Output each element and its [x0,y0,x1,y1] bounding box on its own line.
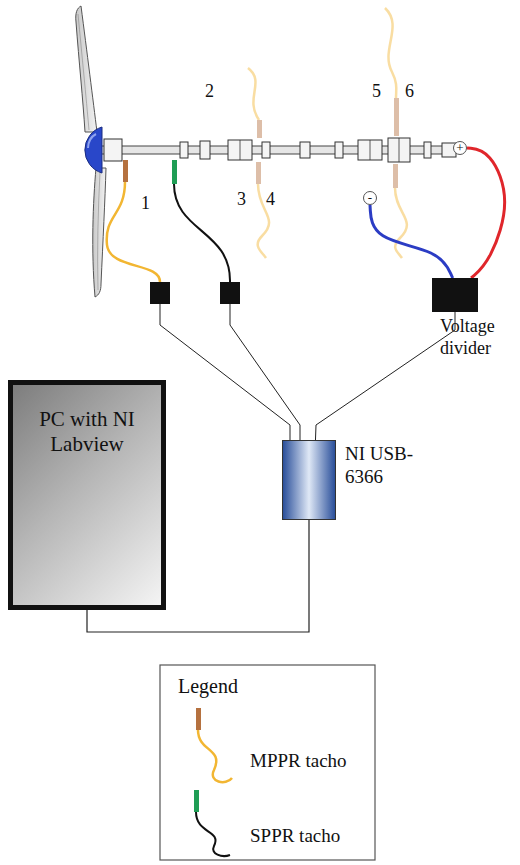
signal-wire [160,304,290,440]
mppr-tacho-head [123,160,128,182]
node-label: NI USB-6366 [345,443,441,489]
bearing [180,142,188,158]
signal-wire [230,304,300,440]
coupling-joint [399,138,400,162]
coupling [388,138,410,162]
gearbox-stage [358,140,382,160]
legend-title: Legend [178,676,238,696]
rotor-blade [93,168,106,297]
terminal-circle: + [453,141,467,155]
legend-entry: SPPR tacho [250,826,340,845]
callout-number: 5 [372,82,381,100]
mppr-lead [248,68,259,120]
sppr-tacho-head [172,160,177,184]
signal-conditioner [220,282,240,304]
daq-box: NI USB-6366 [282,440,336,520]
bearing [300,142,310,158]
gearbox-joint [370,140,371,160]
legend-mppr-lead [198,730,232,782]
callout-number: 4 [266,190,275,208]
mppr-lead [107,182,160,282]
wire-connector [467,148,505,278]
rotor-blade [76,6,97,132]
voltage-divider-box: Voltage divider [432,278,478,312]
hub-highlight [88,134,96,148]
node-label: PC with NI Labview [27,407,147,457]
legend-mppr-head [196,708,201,730]
wire-connector [315,312,455,440]
mppr-tacho-head [394,98,399,136]
legend-sppr-head [194,790,199,812]
terminal-sign: - [364,192,376,204]
pc-box: PC with NI Labview [8,380,166,610]
coupling-joint [240,140,241,160]
blade-edge [98,172,100,290]
legend-entry: MPPR tacho [250,751,347,770]
legend-sppr-lead [196,812,230,856]
mppr-tacho-head [256,162,261,184]
bearing [262,142,270,158]
bearing [200,141,210,159]
mppr-lead [385,8,396,98]
coupling [228,140,252,160]
wire-connector [370,205,453,278]
bearing [424,142,431,158]
mppr-lead [395,188,407,258]
hub-flange [104,139,122,161]
legend-frame [160,665,375,860]
mppr-tacho-head [393,164,398,188]
bearing [335,142,343,158]
callout-number: 2 [205,82,214,100]
callout-number: 1 [141,194,150,212]
signal-conditioner [150,282,170,304]
sppr-lead [174,184,230,282]
callout-number: 3 [237,190,246,208]
callout-number: 6 [405,82,414,100]
terminal-circle: - [363,191,377,205]
node-label: Voltage divider [440,316,514,359]
mppr-tacho-head [257,120,262,138]
terminal-sign: + [454,142,466,154]
blade-edge [78,14,89,130]
hub-spinner [85,127,102,173]
